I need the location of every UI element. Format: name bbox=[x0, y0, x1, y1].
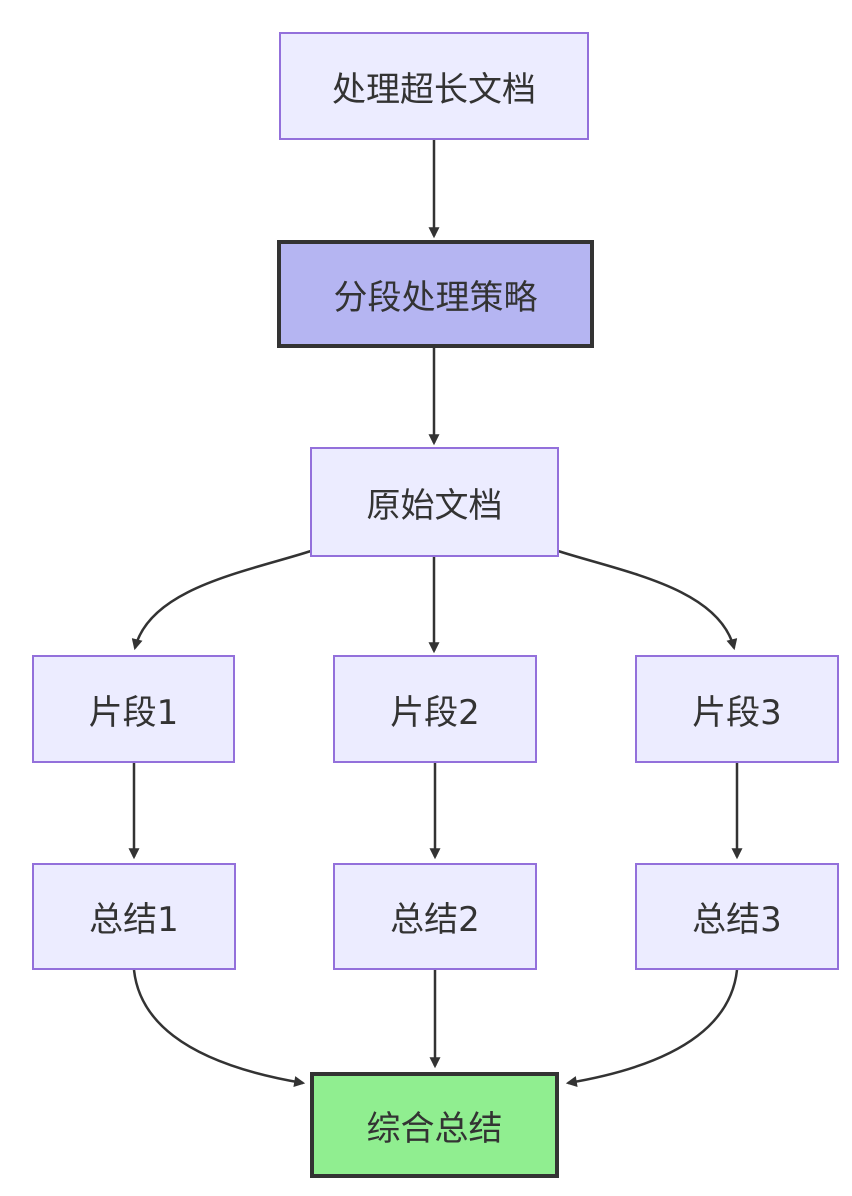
node-label: 总结2 bbox=[390, 900, 480, 940]
node-segmentation-strategy: 分段处理策略 bbox=[277, 240, 594, 348]
node-label: 片段2 bbox=[390, 692, 480, 733]
node-label: 片段1 bbox=[88, 692, 179, 733]
node-summary-2: 总结2 bbox=[333, 863, 537, 970]
node-summary-1: 总结1 bbox=[32, 863, 236, 970]
edge-e1-f bbox=[132, 969, 306, 1087]
node-label: 分段处理策略 bbox=[333, 277, 538, 318]
edge-c-d1 bbox=[131, 549, 312, 651]
node-final-summary: 综合总结 bbox=[310, 1072, 559, 1178]
node-fragment-2: 片段2 bbox=[333, 655, 537, 763]
node-fragment-3: 片段3 bbox=[635, 655, 839, 763]
node-fragment-1: 片段1 bbox=[32, 655, 235, 763]
edge-e3-f bbox=[565, 969, 739, 1087]
node-label: 综合总结 bbox=[366, 1108, 503, 1149]
node-label: 片段3 bbox=[692, 692, 782, 733]
node-label: 处理超长文档 bbox=[332, 69, 536, 110]
edge-c-d3 bbox=[557, 549, 738, 651]
node-original-document: 原始文档 bbox=[310, 447, 559, 557]
node-process-long-document: 处理超长文档 bbox=[279, 32, 589, 140]
node-label: 原始文档 bbox=[366, 485, 503, 526]
node-summary-3: 总结3 bbox=[635, 863, 839, 970]
node-label: 总结1 bbox=[89, 900, 179, 940]
node-label: 总结3 bbox=[692, 900, 782, 940]
